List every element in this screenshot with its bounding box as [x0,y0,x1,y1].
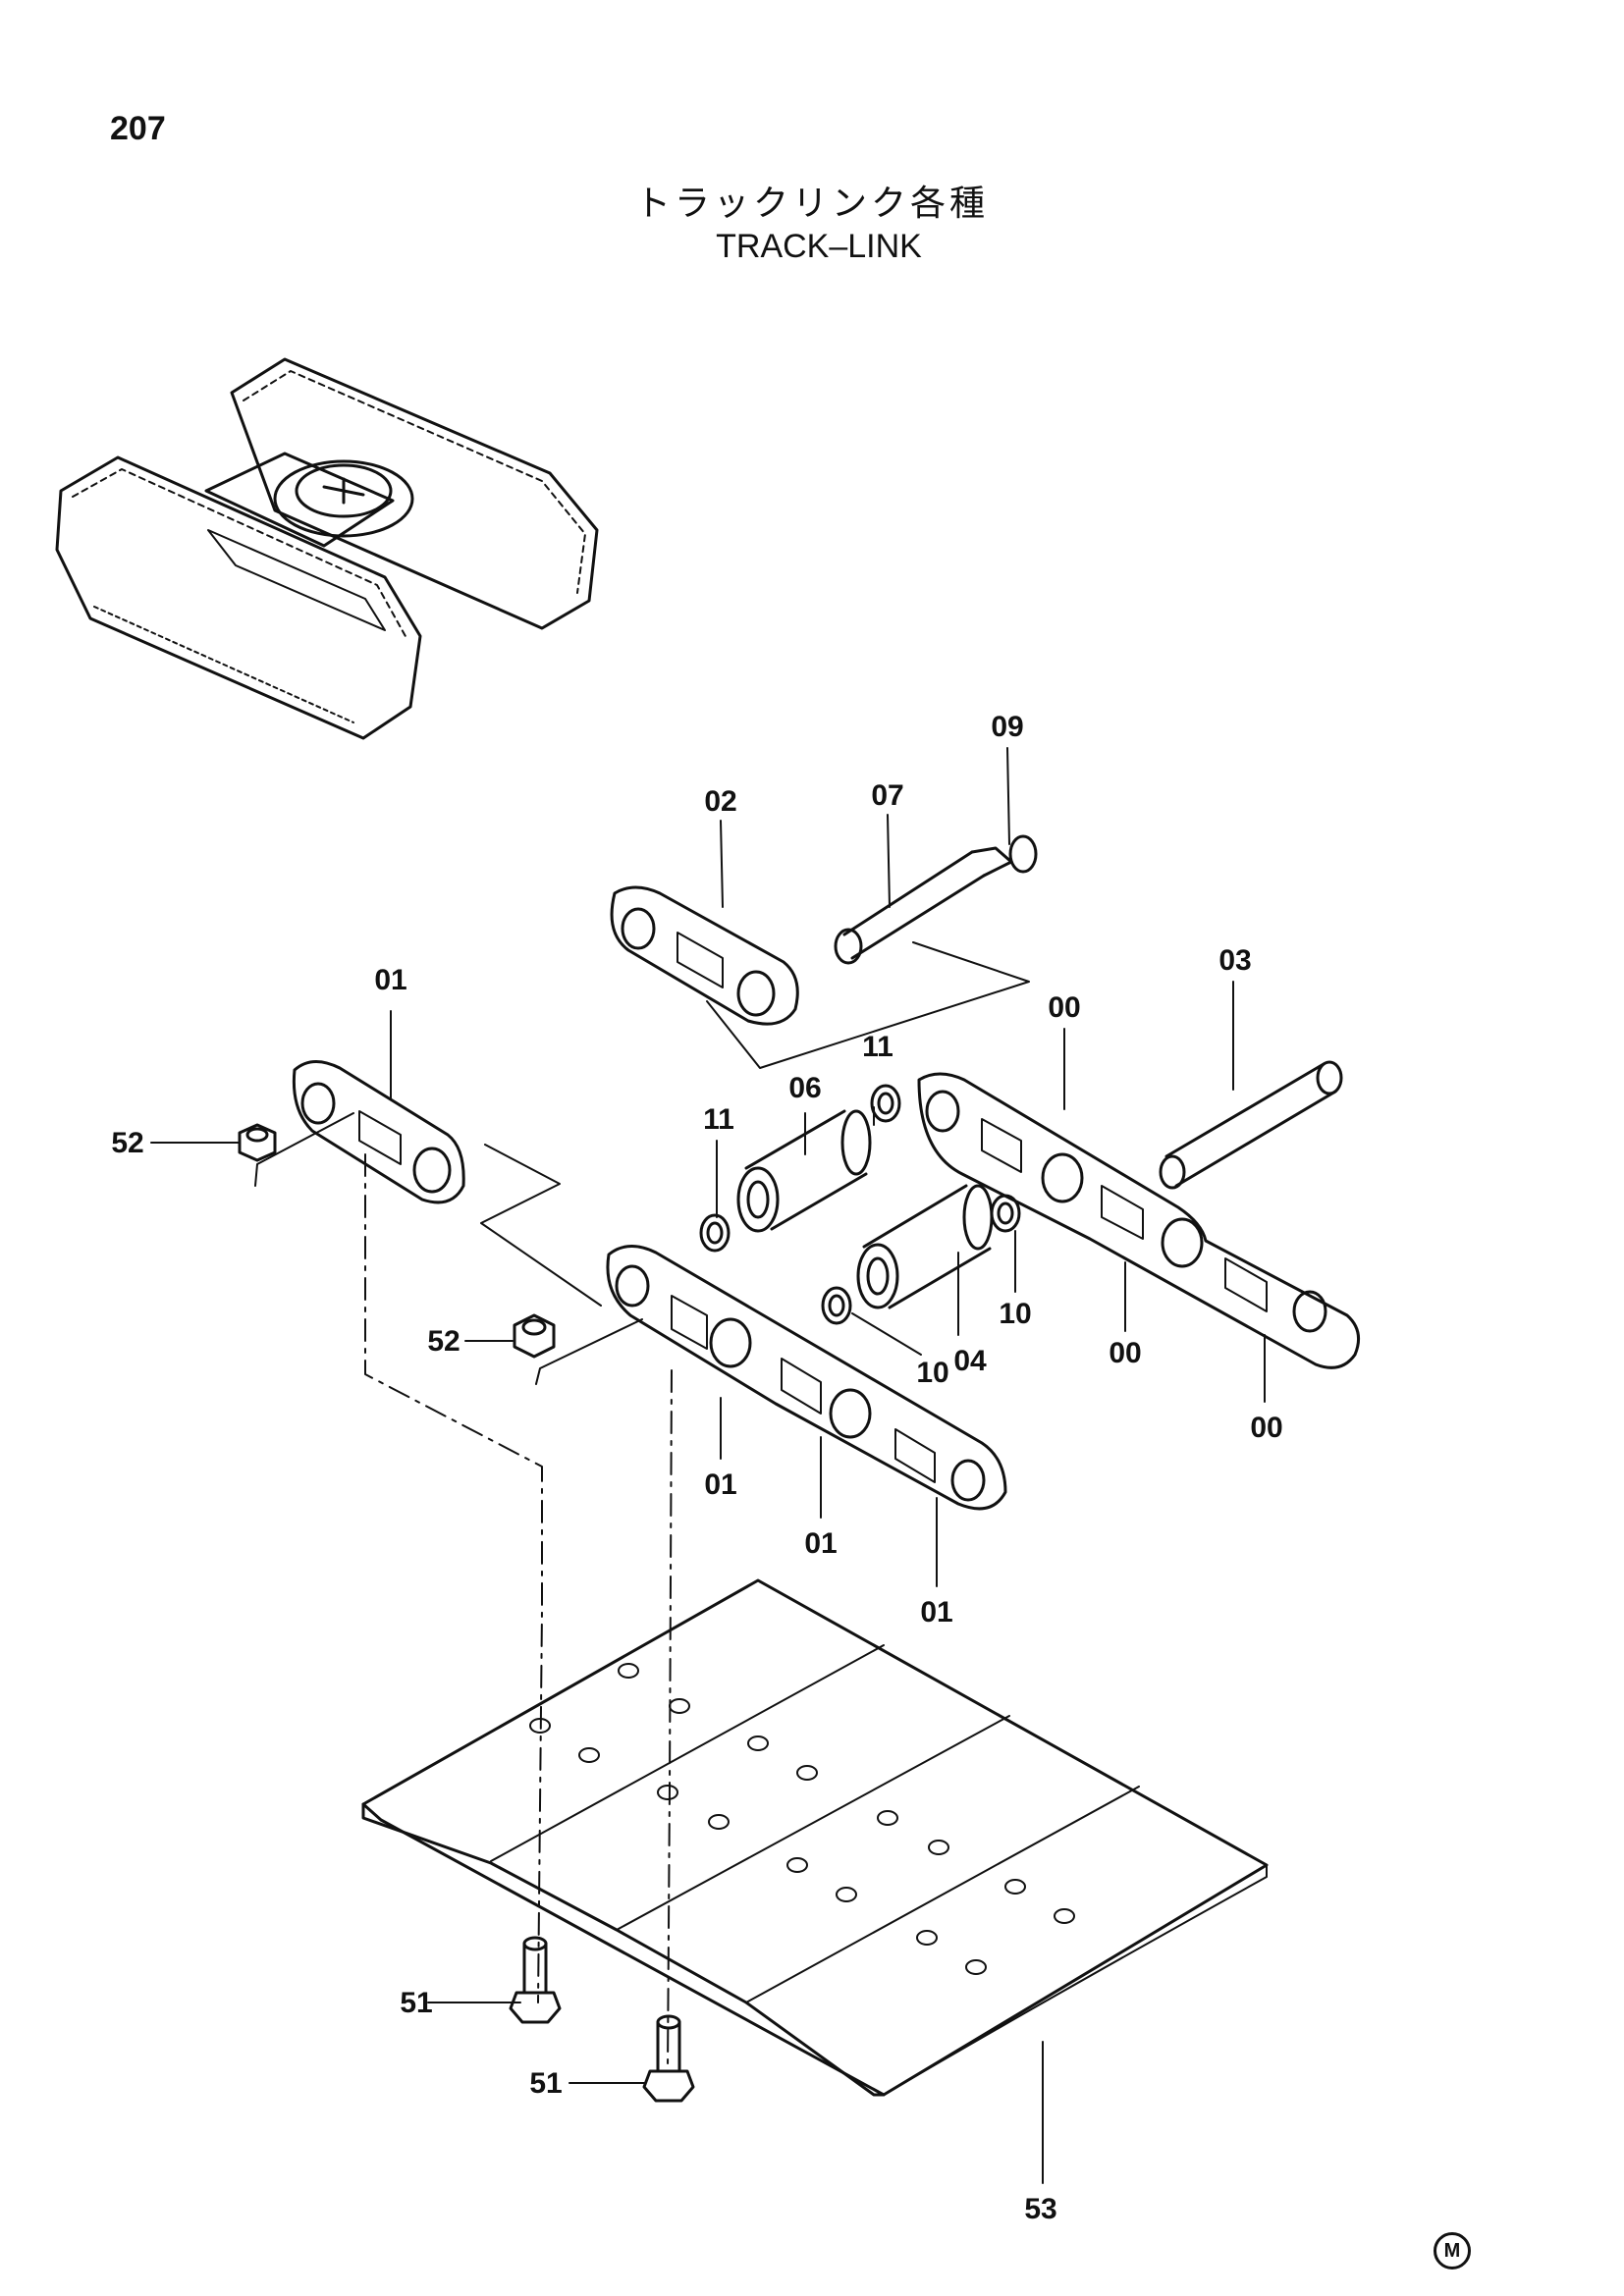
callout-02: 02 [704,785,736,818]
pin-03 [1159,1060,1343,1190]
callout-06: 06 [788,1072,821,1104]
callout-00-middle: 00 [1109,1337,1141,1369]
callout-00-top: 00 [1048,991,1080,1024]
seal-11-right [870,1084,901,1123]
bolt-51-right [642,2014,695,2103]
page-title: トラックリンク各種 TRACK–LINK [0,175,1624,266]
callout-51-left: 51 [400,1987,432,2019]
callout-51-right: 51 [529,2067,562,2100]
callout-10-left: 10 [916,1357,948,1389]
track-link-02 [610,885,799,1026]
callout-11-left: 11 [703,1103,734,1136]
callout-01-chain-c: 01 [920,1596,952,1629]
undercarriage-overview [55,357,599,740]
nut-52-lower [513,1313,556,1359]
pin-07 [834,846,1013,965]
callout-04: 04 [953,1345,987,1377]
bushing-04 [856,1184,994,1309]
title-english: TRACK–LINK [716,228,922,265]
callout-09: 09 [991,711,1023,743]
shoe-bolt-holes [529,1663,1075,1975]
m-mark-icon: M [1434,2232,1471,2269]
bushing-06 [736,1109,872,1233]
nut-52-upper [238,1123,277,1162]
callout-01-chain-b: 01 [804,1527,837,1560]
snap-ring-09 [1008,834,1038,874]
callout-53: 53 [1024,2193,1056,2225]
callout-10-right: 10 [999,1298,1031,1330]
bolt-51-left [509,1936,562,2024]
seal-10-right [990,1194,1021,1233]
callout-07: 07 [871,779,903,812]
callout-00-bottom: 00 [1250,1412,1282,1444]
callout-01-chain-a: 01 [704,1468,736,1501]
callout-52-lower: 52 [427,1325,460,1358]
track-links-00 [917,1072,1361,1369]
seal-10-left [821,1286,852,1325]
track-links-01-chain [606,1245,1007,1511]
title-japanese: トラックリンク各種 [634,184,989,224]
seal-11-left [699,1213,731,1253]
track-link-01-upper [292,1060,465,1204]
page-number: 207 [110,110,166,147]
callout-03: 03 [1218,944,1251,977]
track-shoe-53 [361,1578,1269,2097]
callout-01-upper: 01 [374,964,406,996]
callout-52-upper: 52 [111,1127,143,1159]
leader-lines [150,747,1266,2184]
callout-11-right: 11 [862,1031,893,1063]
